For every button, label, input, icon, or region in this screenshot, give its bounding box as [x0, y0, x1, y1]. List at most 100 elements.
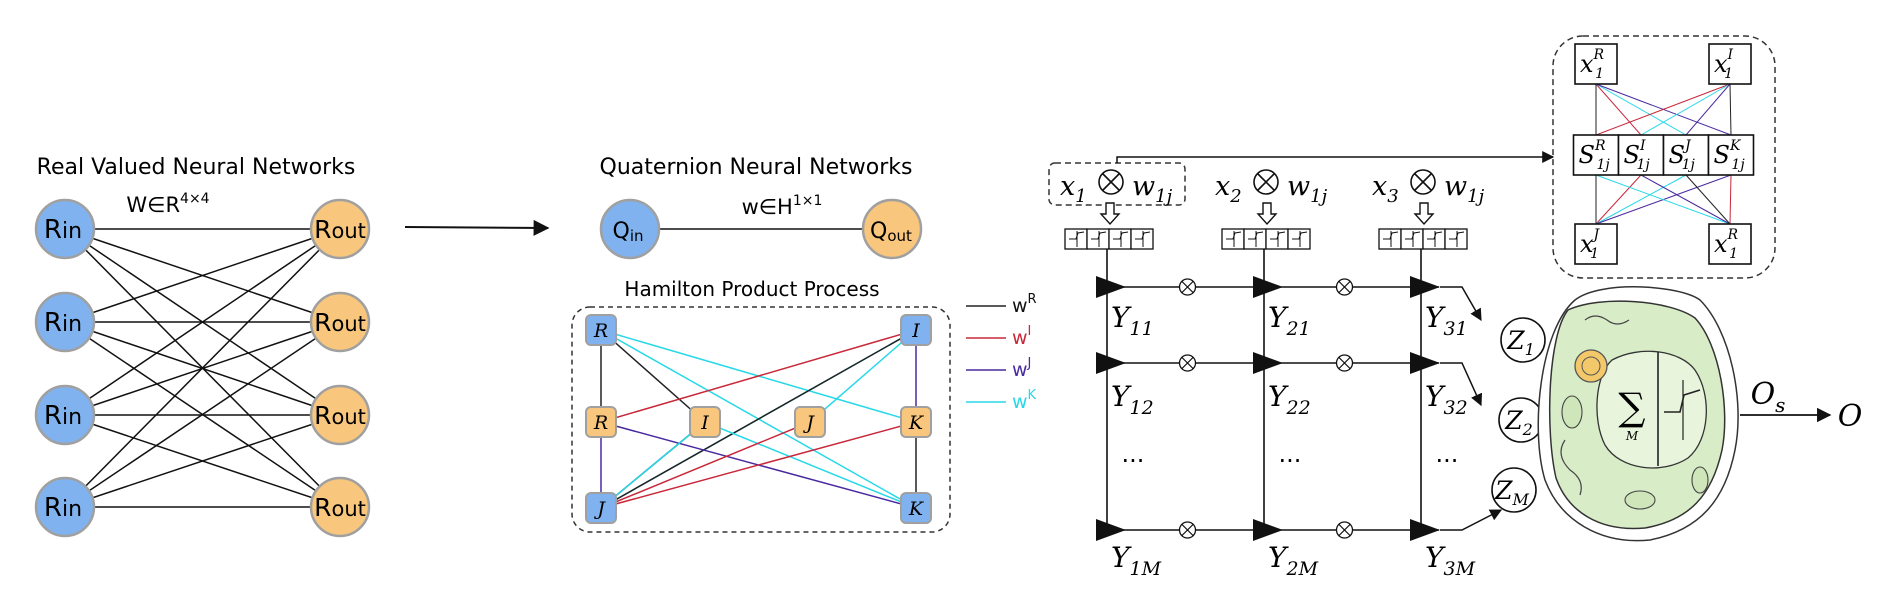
rvnn-in-node [34, 291, 96, 353]
hamilton-node [585, 406, 617, 438]
rvnn-edge [64, 228, 341, 323]
hamilton-node-label: R [593, 412, 608, 434]
hamilton-node-label: I [911, 320, 920, 342]
otimes-stroke [1181, 357, 1194, 369]
cell-nucleus [1596, 350, 1707, 469]
down-arrow-icon [1413, 202, 1435, 226]
rvnn-out-node [309, 198, 371, 260]
rvnn-in-label: Rin [44, 215, 82, 245]
qnn-out-node [861, 198, 923, 260]
to-z-arrow [1440, 286, 1482, 322]
neuron-cell: ∑ M [1537, 286, 1739, 542]
inset-box [1574, 223, 1618, 265]
qnn-panel: Quaternion Neural Networks w∈H1×1 Qin Qo… [599, 155, 923, 260]
rvnn-in-node [34, 384, 96, 446]
output-label: Os [1751, 377, 1786, 417]
inset-edges [1595, 83, 1732, 225]
inset-edge [1729, 174, 1732, 225]
sum-symbol: ∑ [1618, 385, 1645, 429]
hamilton-node [900, 406, 932, 438]
hamilton-edge [704, 421, 917, 509]
otimes-stroke [1181, 524, 1194, 536]
neuron-triangle-icon [1253, 276, 1283, 298]
cell-er-2 [1560, 439, 1582, 496]
inset-edge [1640, 174, 1731, 225]
rvnn-edge [64, 414, 341, 508]
y-label: Y21 [1268, 301, 1311, 340]
hamilton-node [689, 406, 721, 438]
hamilton-edge [600, 329, 917, 509]
input-expression: x3 [1372, 171, 1399, 207]
weight-expression: w1j [1132, 171, 1173, 207]
y-label: Y32 [1425, 380, 1468, 419]
hamilton-node-label: I [700, 412, 709, 434]
neuron-triangle-icon [1096, 352, 1126, 374]
y-label: Y11 [1111, 301, 1154, 340]
inset-edge [1595, 83, 1642, 136]
rvnn-in-node [34, 198, 96, 260]
legend-label: wK [1012, 388, 1037, 413]
input-expression: x2 [1215, 171, 1242, 207]
qnn-in-label: Qin [612, 219, 643, 245]
to-z-arrow [1440, 362, 1483, 407]
hamilton-edge [600, 421, 706, 509]
hamilton-node-label: J [802, 412, 815, 434]
rvnn-out-node [309, 291, 371, 353]
cell-mitochondrion-2 [1624, 490, 1656, 510]
rvnn-edges [64, 228, 341, 508]
rvnn-in-label: Rin [44, 308, 82, 338]
hamilton-node [900, 492, 932, 524]
otimes-stroke [1414, 173, 1432, 191]
inset-edge [1595, 174, 1731, 225]
inset-box [1574, 43, 1618, 85]
hamilton-title: Hamilton Product Process [624, 277, 879, 301]
sum-subscript: M [1625, 429, 1639, 443]
rvnn-in-label: Rin [44, 493, 82, 523]
output-value: O [1838, 399, 1863, 434]
hamilton-node [585, 314, 617, 346]
rvnn-edge [64, 228, 341, 508]
rvnn-out-node [309, 384, 371, 446]
hamilton-node [794, 406, 826, 438]
cell-mitochondrion-1 [1561, 395, 1583, 429]
cell-organelle-core [1581, 356, 1601, 376]
z-label: ZM [1494, 476, 1529, 509]
z-label: Z2 [1504, 406, 1533, 439]
y-label: Y12 [1111, 380, 1154, 419]
inset-edge [1685, 174, 1731, 225]
y-label: Y1M [1111, 541, 1162, 580]
hamilton-edge [809, 329, 917, 423]
inset-connector [1116, 151, 1555, 163]
network-grid: Y11Y12Y1M...Y21Y22Y2M...Y31Y32Y3M... [1096, 249, 1476, 580]
inset-edge [1595, 174, 1642, 225]
otimes-stroke [1257, 173, 1275, 191]
hamilton-frame [571, 306, 951, 533]
y-label: Y3M [1425, 541, 1476, 580]
ellipsis: ... [1279, 440, 1302, 468]
inset-edge [1729, 83, 1732, 136]
neuron-triangle-icon [1410, 276, 1440, 298]
rvnn-edge [64, 228, 341, 416]
inset-edge [1595, 174, 1687, 225]
cell-er-1 [1584, 315, 1630, 325]
rvnn-out-label: Rout [314, 493, 366, 522]
qnn-in-node [599, 198, 661, 260]
hamilton-edge [600, 329, 917, 423]
ellipsis: ... [1436, 440, 1459, 468]
rvnn-out-label: Rout [314, 308, 366, 337]
ellipsis: ... [1122, 440, 1145, 468]
activation-icon [1664, 389, 1701, 413]
rvnn-in-label: Rin [44, 401, 82, 431]
otimes-stroke [1338, 524, 1351, 536]
